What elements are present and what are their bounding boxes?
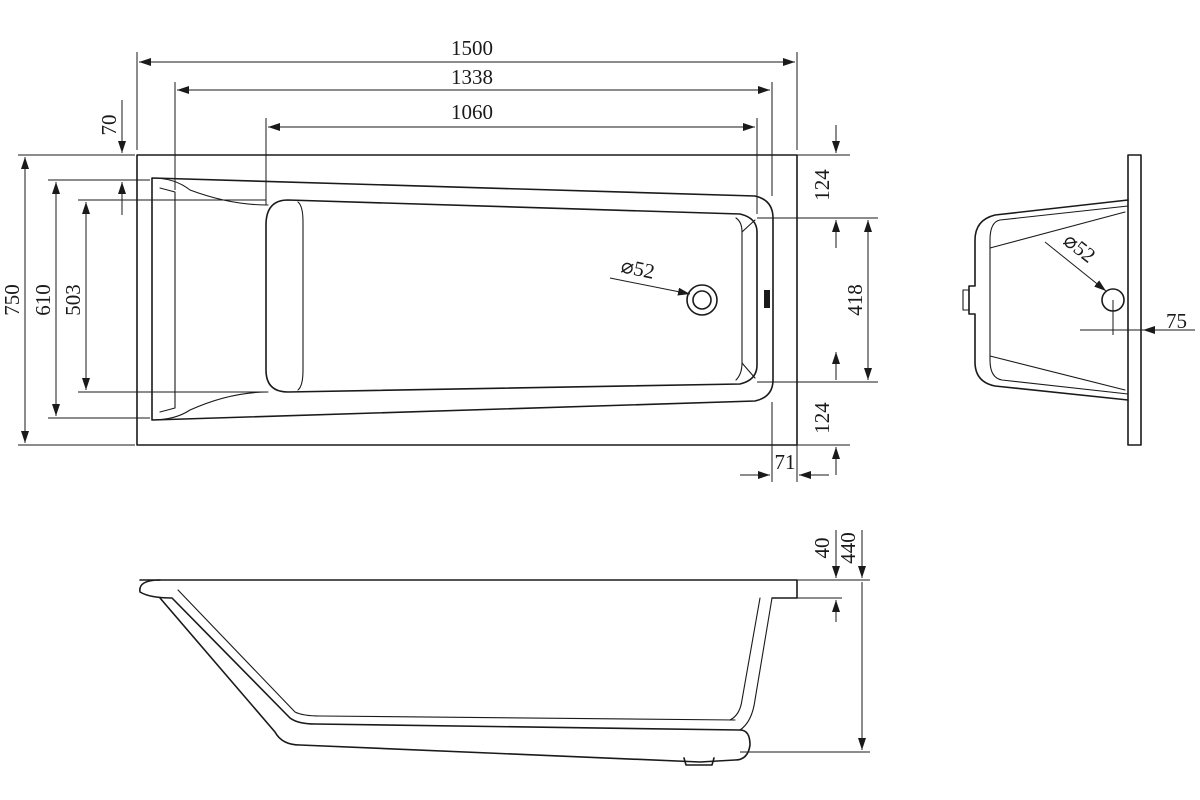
top-view-backrest — [151, 177, 269, 421]
dim-drain-diameter-top: ⌀52 — [619, 253, 657, 283]
dim-rim-height: 40 — [810, 538, 834, 559]
side-view-rim — [139, 579, 798, 599]
top-view-left-dims: 750 610 503 70 — [0, 100, 266, 446]
end-view-inner-shell — [989, 205, 1129, 395]
dim-bottom-width: 503 — [61, 284, 85, 316]
side-view-dims: 40 440 — [740, 530, 870, 753]
top-view-overflow — [764, 290, 770, 308]
dim-total-height: 440 — [836, 532, 860, 564]
end-view-flange — [1127, 154, 1142, 446]
dim-drain-offset: 75 — [1166, 309, 1187, 333]
top-view-right-dims: 124 418 124 — [757, 125, 878, 475]
side-view-drain-pipe — [683, 757, 715, 766]
dim-inner-length: 1338 — [451, 65, 493, 89]
top-view-outer-rim — [136, 154, 798, 446]
top-view-drain-inner — [692, 290, 712, 310]
dim-rim-width: 70 — [97, 115, 121, 136]
dim-drain-zone: 418 — [843, 284, 867, 316]
top-view-bottom — [265, 199, 758, 393]
end-view — [962, 154, 1142, 446]
side-view-shell — [139, 579, 751, 763]
dim-side-offset-top: 124 — [810, 169, 834, 201]
dim-end-rim: 71 — [775, 450, 796, 474]
top-view-inner-rim — [151, 177, 774, 421]
side-view — [139, 579, 798, 766]
dim-side-offset-bottom: 124 — [810, 402, 834, 434]
dim-inner-width: 610 — [31, 284, 55, 316]
dim-bottom-length: 1060 — [451, 100, 493, 124]
top-view-horizontal-dims: 1500 1338 1060 71 — [136, 36, 829, 482]
dim-total-length: 1500 — [451, 36, 493, 60]
dim-total-width: 750 — [0, 284, 24, 316]
top-view — [136, 154, 798, 446]
dim-drain-diameter-side: ⌀52 — [1059, 228, 1100, 268]
